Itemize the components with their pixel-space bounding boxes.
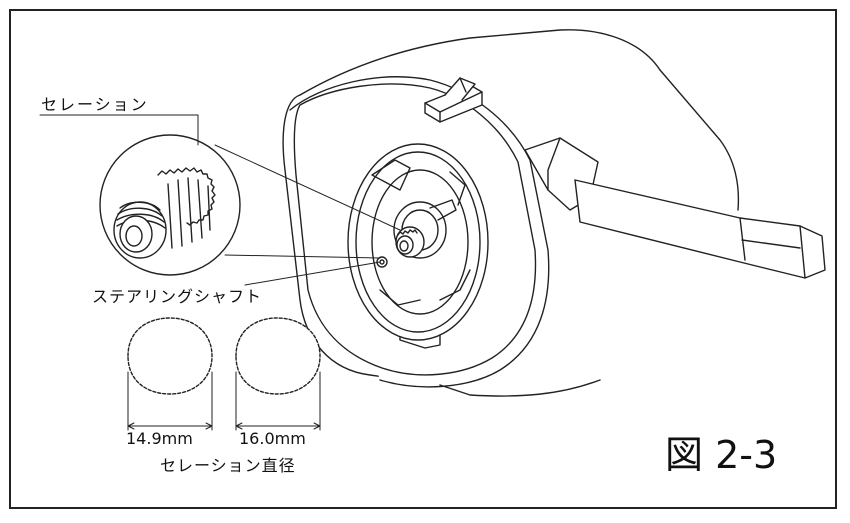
steering-shaft-label: ステアリングシャフト xyxy=(92,287,263,306)
serration-section-small xyxy=(127,317,213,431)
serration-label: セレーション xyxy=(41,95,149,114)
combination-lever xyxy=(524,137,826,279)
diameter-small-label: 14.9mm xyxy=(126,429,193,448)
steering-shaft-end xyxy=(395,226,425,258)
figure-frame xyxy=(9,9,837,509)
figure-number: 図 2-3 xyxy=(665,433,778,477)
diameter-large-label: 16.0mm xyxy=(239,429,306,448)
serration-diameter-caption: セレーション直径 xyxy=(160,456,296,475)
hazard-switch xyxy=(424,77,483,123)
leader-lines xyxy=(39,114,401,286)
serration-detail-circle xyxy=(99,134,241,276)
serration-section-large xyxy=(235,317,321,431)
